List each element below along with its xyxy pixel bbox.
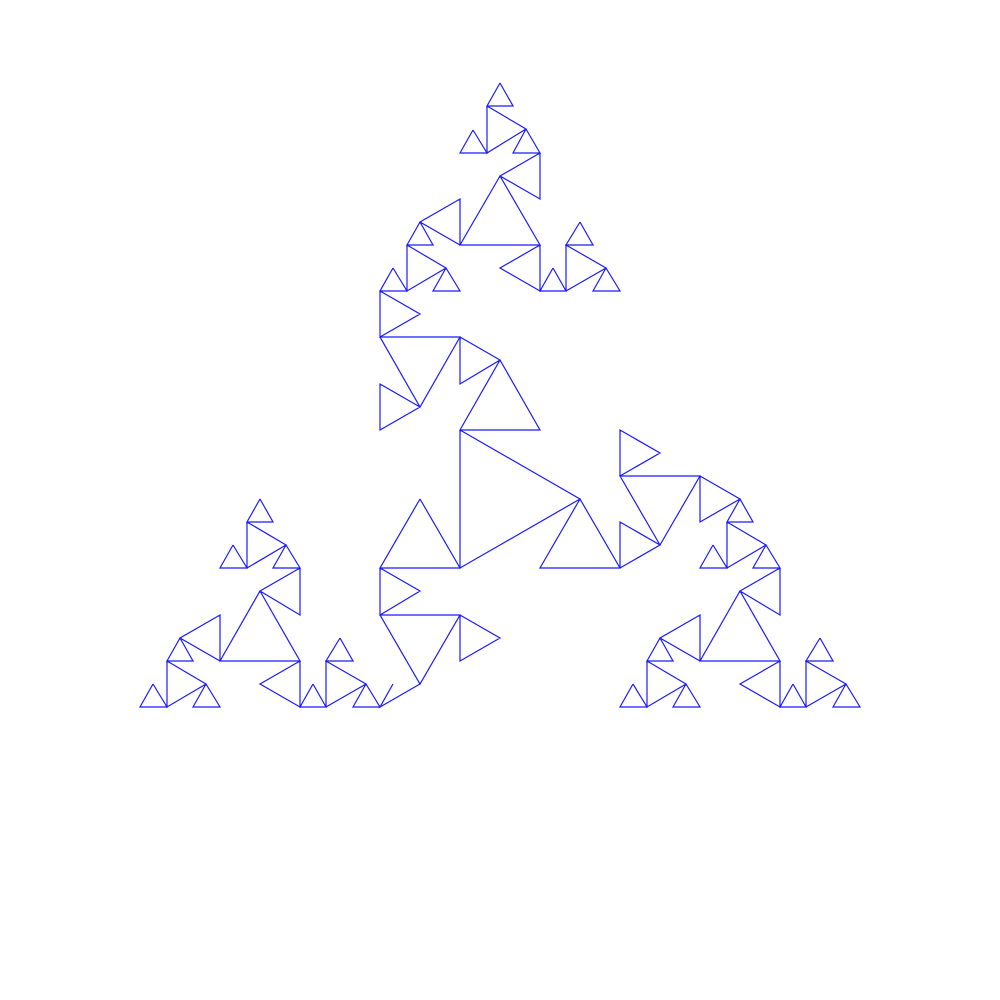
fractal-outline — [138, 82, 862, 709]
